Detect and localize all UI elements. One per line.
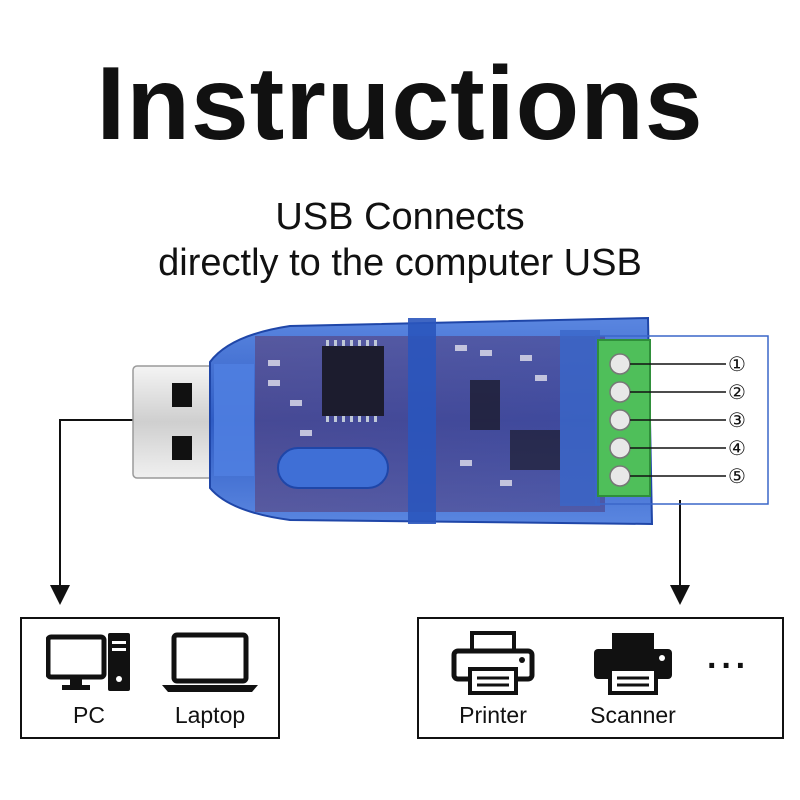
laptop-label: Laptop [174, 702, 246, 728]
arrow-down-left-icon [50, 585, 70, 605]
terminal-block [597, 339, 651, 497]
page-title: Instructions [96, 46, 704, 162]
pin-label-1: ① [728, 352, 746, 376]
pin-label-5: ⑤ [728, 464, 746, 488]
arrow-down-right-icon [670, 585, 690, 605]
page-subtitle: USB Connects directly to the computer US… [0, 194, 800, 286]
scanner-icon [594, 633, 672, 695]
scanner-item: Scanner [583, 631, 683, 729]
scanner-label: Scanner [590, 702, 676, 728]
pc-item: PC [44, 631, 134, 729]
connector-lines [59, 419, 681, 590]
pin-label-3: ③ [728, 408, 746, 432]
more-devices-ellipsis: ··· [707, 647, 750, 685]
pin-label-2: ② [728, 380, 746, 404]
pin-callout-frame [595, 335, 769, 505]
pin-label-4: ④ [728, 436, 746, 460]
printer-item: Printer [445, 631, 541, 729]
usb-plug [132, 365, 220, 479]
printer-label: Printer [459, 702, 527, 728]
printer-icon [451, 631, 535, 695]
desktop-pc-icon [46, 633, 130, 691]
laptop-item: Laptop [158, 631, 262, 729]
peripheral-box: Printer Scanner ··· [417, 617, 784, 739]
subtitle-line-2: directly to the computer USB [158, 242, 642, 284]
adapter-body [209, 316, 654, 526]
subtitle-line-1: USB Connects [275, 196, 525, 238]
pc-label: PC [73, 702, 105, 728]
pin-leader-lines [630, 363, 726, 477]
computer-box: PC Laptop [20, 617, 280, 739]
laptop-icon [162, 632, 258, 692]
